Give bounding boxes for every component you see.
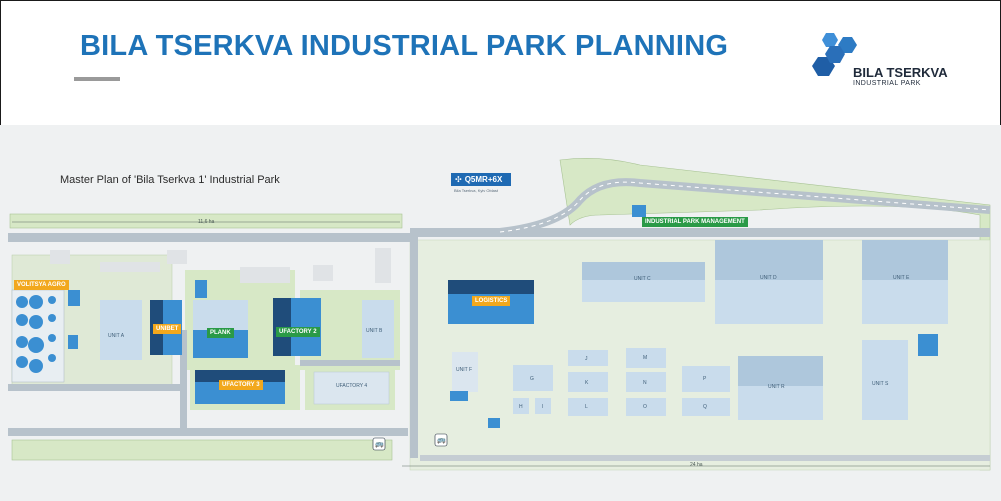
label-plank: PLANK	[207, 328, 234, 338]
label-volitsya-agro: VOLITSYA AGRO	[14, 280, 69, 290]
page-title: BILA TSERKVA INDUSTRIAL PARK PLANNING	[80, 30, 729, 62]
bus-icon: 🚌	[375, 441, 384, 448]
dimension-top: 11,6 ha	[198, 219, 215, 225]
master-plan-map	[0, 125, 1001, 501]
unit-q: Q	[703, 404, 707, 410]
unit-i: I	[542, 404, 544, 410]
unit-h: H	[519, 404, 523, 410]
unit-s: UNIT S	[872, 381, 889, 387]
bus-icon: 🚌	[437, 437, 446, 444]
plus-code-text: Q5MR+6X	[464, 175, 503, 184]
unit-d: UNIT D	[760, 275, 777, 281]
label-ufactory-2: UFACTORY 2	[276, 327, 320, 337]
plus-code-badge: ✣ Q5MR+6X	[451, 173, 511, 186]
unit-b: UNIT B	[366, 328, 383, 334]
plus-code-subtitle: Bila Tserkva, Kyiv Oblast	[454, 188, 498, 193]
label-industrial-park-management: INDUSTRIAL PARK MANAGEMENT	[642, 217, 748, 227]
unit-g: G	[530, 376, 534, 382]
hexagon-cluster-logo-icon	[812, 33, 857, 76]
logo-name: BILA TSERKVA	[853, 65, 948, 80]
unit-c: UNIT C	[634, 276, 651, 282]
label-ufactory-4: UFACTORY 4	[336, 383, 368, 389]
title-underline	[74, 77, 120, 81]
unit-r: UNIT R	[768, 384, 785, 390]
unit-m: M	[643, 355, 648, 361]
logo-subtitle: INDUSTRIAL PARK	[853, 80, 921, 87]
unit-a: UNIT A	[108, 333, 125, 339]
dimension-bottom: 24 ha	[690, 462, 703, 468]
unit-l: L	[585, 404, 588, 410]
unit-j: J	[585, 356, 588, 362]
unit-k: K	[585, 380, 589, 386]
label-logistics: LOGISTICS	[472, 296, 511, 306]
unit-n: N	[643, 380, 647, 386]
plus-code-icon: ✣	[455, 175, 462, 184]
unit-f: UNIT F	[456, 367, 473, 373]
label-ufactory-3: UFACTORY 3	[219, 380, 263, 390]
map-title: Master Plan of 'Bila Tserkva 1' Industri…	[60, 174, 280, 186]
unit-p: P	[703, 376, 707, 382]
unit-e: UNIT E	[893, 275, 910, 281]
unit-o: O	[643, 404, 647, 410]
label-unibet: UNIBET	[153, 324, 182, 334]
